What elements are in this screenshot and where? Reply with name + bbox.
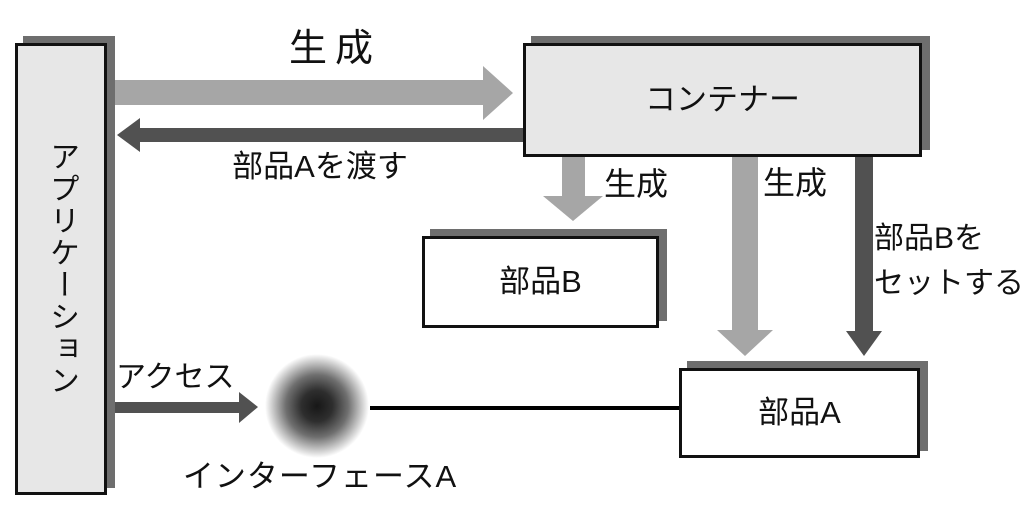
pass-part-a-arrow [117, 118, 527, 152]
container-box-label: コンテナー [645, 81, 800, 117]
create-container-label: 生成 [288, 28, 382, 70]
create-part-a-label: 生成 [763, 165, 828, 201]
interface-a-label: インターフェースA [182, 459, 458, 494]
application-box: アプリケーション [15, 43, 107, 495]
pass-part-a-label: 部品Aを渡す [232, 149, 408, 184]
access-label: アクセス [116, 361, 235, 394]
container-box: コンテナー [523, 43, 922, 157]
create-part-b-label: 生成 [604, 166, 669, 202]
access-arrow [112, 392, 258, 423]
part-a-box-label: 部品A [758, 394, 841, 430]
set-part-b-arrow [846, 157, 882, 356]
application-box-label: アプリケーション [45, 141, 78, 397]
set-part-b-label-line1: 部品Bを [874, 222, 985, 255]
create-part-a-arrow [717, 157, 773, 356]
part-b-box-label: 部品B [499, 263, 582, 299]
interface-a-ball [265, 354, 369, 458]
create-container-arrow [108, 66, 513, 120]
part-a-box: 部品A [679, 368, 920, 458]
set-part-b-label: 部品Bを セットする [874, 216, 1024, 306]
part-b-box: 部品B [422, 236, 659, 328]
set-part-b-label-line2: セットする [874, 267, 1024, 300]
create-part-b-arrow [543, 157, 603, 221]
